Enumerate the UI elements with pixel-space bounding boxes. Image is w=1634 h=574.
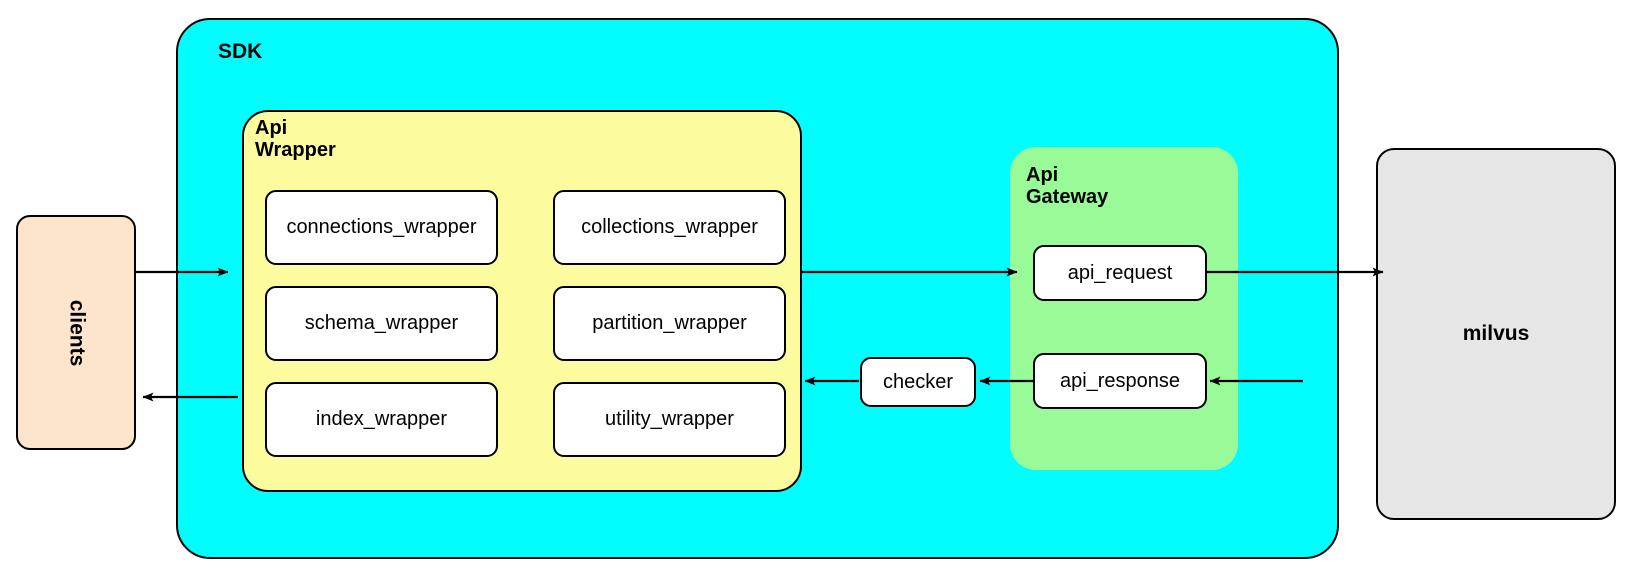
module-schema-wrapper[interactable]: schema_wrapper [265, 286, 498, 361]
module-connections-wrapper[interactable]: connections_wrapper [265, 190, 498, 265]
milvus-node[interactable]: milvus [1376, 148, 1616, 520]
module-api-response[interactable]: api_response [1033, 353, 1207, 409]
clients-node[interactable]: clients [16, 215, 136, 450]
module-index-wrapper[interactable]: index_wrapper [265, 382, 498, 457]
checker-node[interactable]: checker [860, 357, 976, 407]
module-utility-wrapper[interactable]: utility_wrapper [553, 382, 786, 457]
module-collections-wrapper[interactable]: collections_wrapper [553, 190, 786, 265]
module-api-request[interactable]: api_request [1033, 245, 1207, 301]
clients-label: clients [65, 299, 88, 366]
module-partition-wrapper[interactable]: partition_wrapper [553, 286, 786, 361]
api-gateway-container[interactable] [1010, 147, 1238, 470]
